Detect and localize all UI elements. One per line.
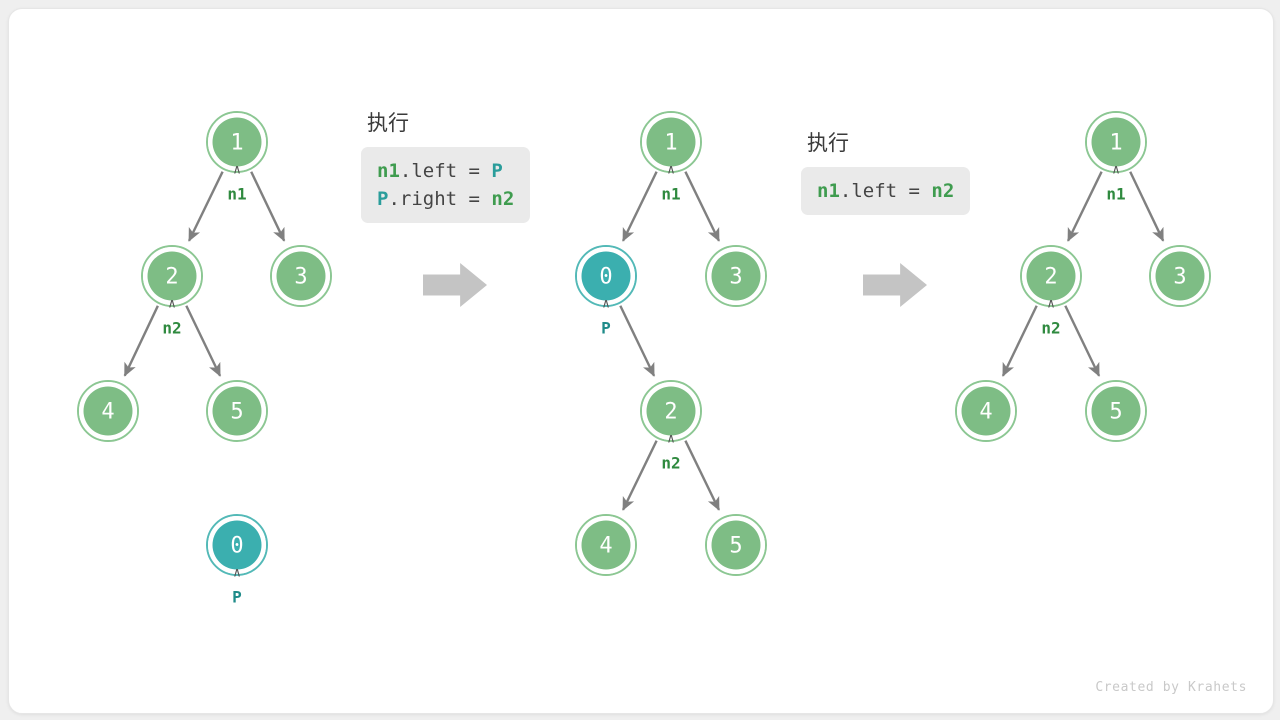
caret-icon: ∧ — [602, 297, 610, 312]
node-value: 3 — [294, 265, 307, 290]
tree-edge — [187, 171, 224, 242]
pointer-label-n1: ∧ n1 — [227, 163, 246, 204]
tree-edge — [123, 305, 159, 377]
tree-node[interactable]: 3 — [1149, 245, 1211, 307]
node-value: 0 — [230, 534, 243, 559]
tree-node[interactable]: 1 — [206, 111, 268, 173]
tree-node[interactable]: 4 — [575, 514, 637, 576]
code-line: P.right = n2 — [377, 185, 514, 213]
caret-icon: ∧ — [1112, 163, 1120, 178]
tree-edges — [1001, 171, 1165, 377]
pointer-name: n1 — [227, 185, 246, 204]
caret-icon: ∧ — [168, 297, 176, 312]
pointer-label-P: ∧P — [601, 297, 611, 338]
tree-edges — [619, 171, 721, 511]
pointer-name: P — [232, 588, 242, 607]
pointer-name: n2 — [1041, 319, 1060, 338]
tree-edge — [684, 440, 721, 511]
tree-node[interactable]: 3 — [705, 245, 767, 307]
pointer-label-n1: ∧ n1 — [661, 163, 680, 204]
node-value: 5 — [1109, 400, 1122, 425]
node-value: 2 — [165, 265, 178, 290]
tree-edge — [250, 171, 286, 242]
pointer-name: P — [601, 319, 611, 338]
pointer-name: n1 — [661, 185, 680, 204]
code-token: .left = — [839, 180, 932, 202]
code-line: n1.left = n2 — [817, 177, 954, 205]
pointer-label-n2: ∧ n2 — [162, 297, 181, 338]
tree-edges — [123, 171, 286, 377]
tree-edge — [1001, 305, 1038, 377]
code-token: n1 — [817, 180, 840, 202]
node-value: 1 — [230, 131, 243, 156]
node-value: 5 — [729, 534, 742, 559]
tree-edge — [619, 305, 656, 377]
pointer-name: n2 — [162, 319, 181, 338]
caret-icon: ∧ — [667, 432, 675, 447]
exec-label-step-2: 执行 — [367, 112, 409, 135]
tree-node[interactable]: 1 — [1085, 111, 1147, 173]
pointer-label-P: ∧P — [232, 566, 242, 607]
node-value: 0 — [599, 265, 612, 290]
tree-node[interactable]: 5 — [705, 514, 767, 576]
tree-node[interactable]: 5 — [1085, 380, 1147, 442]
caret-icon: ∧ — [1047, 297, 1055, 312]
code-token: n2 — [931, 180, 955, 202]
tree-node[interactable]: 2 — [1020, 245, 1082, 307]
pointer-label-n1: ∧ n1 — [1106, 163, 1125, 204]
tree-edge — [1064, 305, 1101, 377]
tree-node[interactable]: 5 — [206, 380, 268, 442]
tree-node[interactable]: 4 — [77, 380, 139, 442]
node-value: 1 — [1109, 131, 1122, 156]
node-value: 4 — [599, 534, 612, 559]
caret-icon: ∧ — [233, 566, 241, 581]
code-block-step-3: n1.left = n2 — [801, 167, 971, 216]
tree-node[interactable]: 3 — [270, 245, 332, 307]
tree-edge — [1129, 171, 1165, 242]
node-value: 2 — [1044, 265, 1057, 290]
node-value: 4 — [979, 400, 992, 425]
node-value: 4 — [101, 400, 114, 425]
code-token: n1 — [377, 160, 400, 182]
caret-icon: ∧ — [667, 163, 675, 178]
tree-edge — [621, 171, 658, 242]
block-arrow-1 — [423, 263, 487, 307]
exec-label-step-3: 执行 — [807, 132, 849, 155]
tree-edge — [621, 440, 658, 511]
caret-icon: ∧ — [233, 163, 241, 178]
tree-node[interactable]: 2 — [640, 380, 702, 442]
node-value: 5 — [230, 400, 243, 425]
tree-edge — [1066, 171, 1103, 242]
code-token: P — [377, 188, 389, 211]
node-value: 3 — [729, 265, 742, 290]
tree-node[interactable]: 4 — [955, 380, 1017, 442]
watermark: Created by Krahets — [1095, 680, 1247, 695]
tree-edge — [684, 171, 721, 242]
tree-node[interactable]: 2 — [141, 245, 203, 307]
code-token: .left = — [399, 160, 492, 182]
node-value: 1 — [664, 131, 677, 156]
tree-node[interactable]: 0 — [575, 245, 637, 307]
tree-edge — [185, 305, 222, 377]
node-value: 2 — [664, 400, 677, 425]
node-value: 3 — [1173, 265, 1186, 290]
tree-node[interactable]: 1 — [640, 111, 702, 173]
tree-step-3: 1 ∧ n1 2 ∧ n2 3 4 5 — [955, 111, 1211, 442]
code-line: n1.left = P — [377, 157, 514, 185]
block-arrow-2 — [863, 263, 927, 307]
pointer-label-n2: ∧ n2 — [1041, 297, 1060, 338]
pointer-name: n2 — [661, 454, 680, 473]
code-token: n2 — [491, 188, 515, 211]
pointer-name: n1 — [1106, 185, 1125, 204]
code-token: .right = — [388, 188, 492, 211]
pointer-label-n2: ∧ n2 — [661, 432, 680, 473]
tree-node[interactable]: 0 — [206, 514, 268, 576]
code-token: P — [491, 160, 503, 182]
